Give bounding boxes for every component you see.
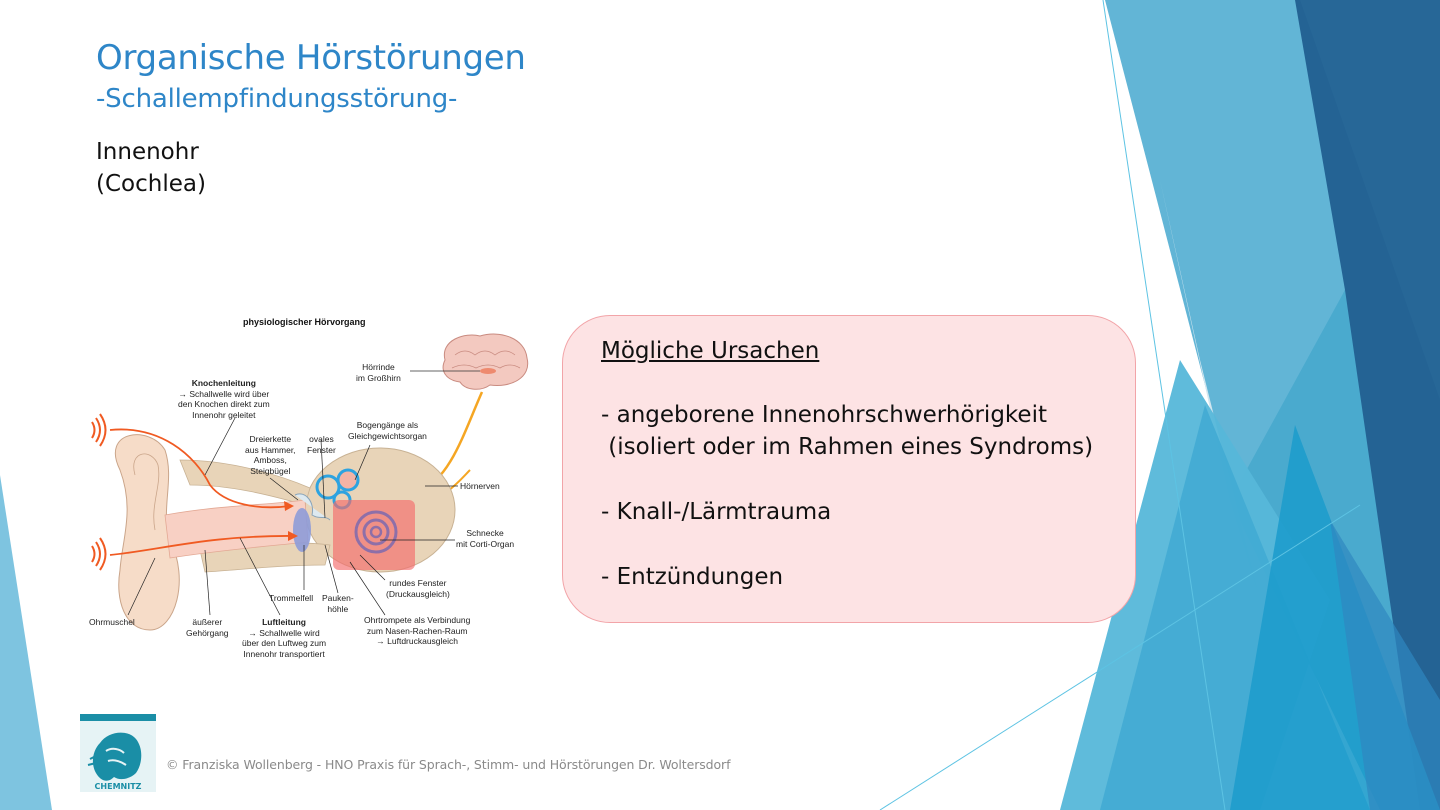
sound-wave-icon bbox=[91, 413, 107, 571]
footer-copyright: © Franziska Wollenberg - HNO Praxis für … bbox=[166, 757, 731, 772]
label-trommelfell: Trommelfell bbox=[269, 593, 314, 603]
cause-item: - angeborene Innenohrschwerhörigkeit bbox=[601, 402, 1047, 428]
karl-marx-head-icon: CHEMNITZ bbox=[87, 732, 142, 791]
slide-title: Organische Hörstörungen bbox=[96, 38, 526, 78]
svg-text:CHEMNITZ: CHEMNITZ bbox=[95, 782, 142, 791]
cause-item: - Knall-/Lärmtrauma bbox=[601, 499, 832, 525]
chemnitz-logo: CHEMNITZ bbox=[80, 714, 156, 792]
section-line: Innenohr bbox=[96, 139, 199, 165]
section-line: (Cochlea) bbox=[96, 171, 206, 197]
causes-box: Mögliche Ursachen - angeborene Innenohrs… bbox=[562, 315, 1136, 623]
label-hoernerven: Hörnerven bbox=[460, 481, 500, 491]
ear-diagram-illustration bbox=[91, 333, 529, 631]
label-ohrmuschel: Ohrmuschel bbox=[89, 617, 135, 627]
label-hoerrinde: Hörrinde im Großhirn bbox=[356, 362, 401, 383]
label-schnecke: Schnecke mit Corti-Organ bbox=[456, 528, 515, 549]
causes-heading: Mögliche Ursachen bbox=[601, 338, 820, 364]
label-bogengaenge: Bogengänge als Gleichgewichtsorgan bbox=[348, 420, 427, 441]
label-paukenhoehle: Pauken- höhle bbox=[322, 593, 354, 614]
figure-title: physiologischer Hörvorgang bbox=[243, 317, 366, 327]
label-dreierkette: Dreierkette aus Hammer, Amboss, Steigbüg… bbox=[245, 434, 296, 476]
label-knochenleitung: Knochenleitung → Schallwelle wird über d… bbox=[178, 378, 270, 420]
cause-item-detail: (isoliert oder im Rahmen eines Syndroms) bbox=[601, 434, 1094, 460]
label-ovales-fenster: ovales Fenster bbox=[307, 434, 336, 455]
ear-anatomy-figure: physiologischer Hörvorgang Knochenleitun… bbox=[80, 310, 540, 670]
label-rundes-fenster: rundes Fenster (Druckausgleich) bbox=[386, 578, 450, 599]
label-ohrtrompete: Ohrtrompete als Verbindung zum Nasen-Rac… bbox=[364, 615, 471, 646]
label-gehoergang: äußerer Gehörgang bbox=[186, 617, 229, 638]
label-luftleitung: Luftleitung → Schallwelle wird über den … bbox=[242, 617, 327, 659]
slide-subtitle: -Schallempfindungsstörung- bbox=[96, 84, 458, 114]
section-label: Innenohr (Cochlea) bbox=[96, 136, 206, 200]
cause-item: - Entzündungen bbox=[601, 564, 784, 590]
